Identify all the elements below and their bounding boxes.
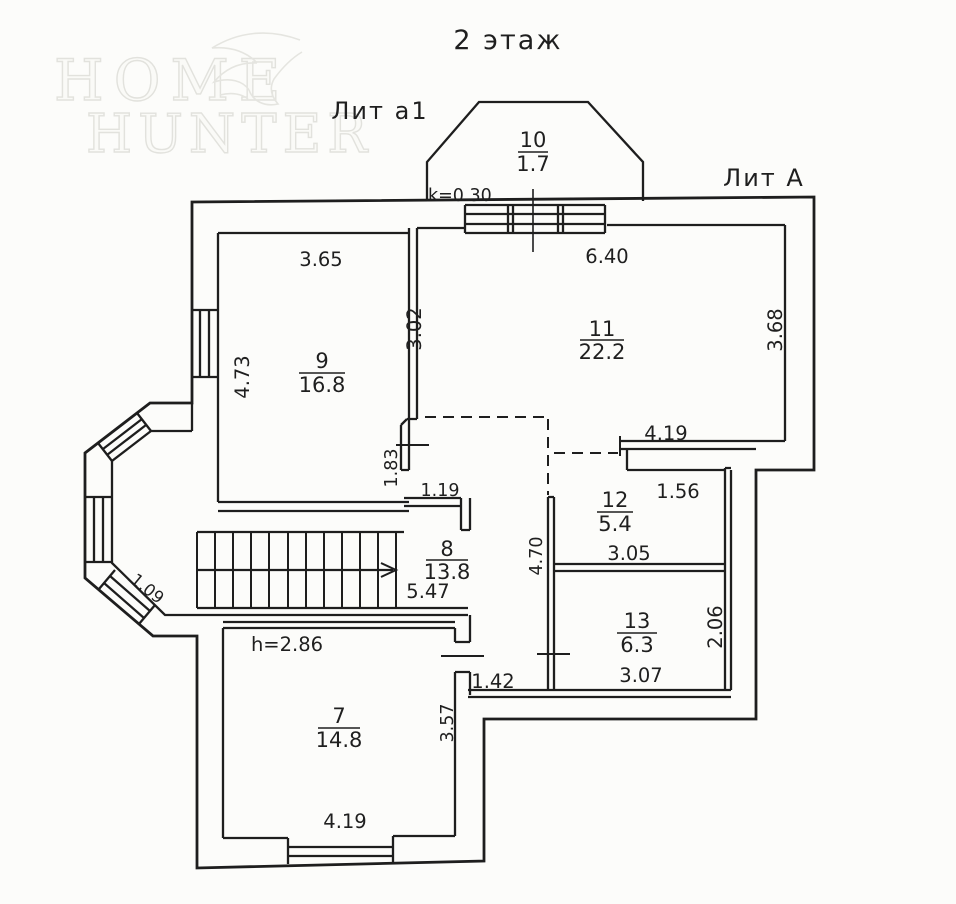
dimension-labels: 3.65 6.40 4.73 3.02 3.68 1.83 1.19 4.19 …	[127, 245, 787, 833]
staircase	[196, 530, 404, 608]
dim-5-47: 5.47	[406, 580, 449, 603]
dim-2-06: 2.06	[704, 605, 727, 648]
hall-walls	[197, 496, 472, 836]
room-9-label: 9 16.8	[299, 349, 346, 397]
watermark: HOME HUNTER	[53, 32, 373, 166]
watermark-word-home: HOME	[54, 48, 290, 114]
top-window	[463, 189, 607, 252]
dim-4-73: 4.73	[231, 355, 254, 398]
room-10-number: 10	[520, 128, 547, 152]
room-8-number: 8	[440, 537, 453, 561]
room-9-walls	[192, 228, 419, 513]
bay-window-bottom	[98, 569, 156, 625]
bay-window-left	[85, 495, 112, 564]
room-12-number: 12	[602, 488, 629, 512]
outer-walls	[83, 195, 816, 870]
room-7-window	[286, 836, 395, 864]
dim-6-40: 6.40	[585, 245, 628, 268]
dim-3-02: 3.02	[403, 307, 426, 350]
dim-4-70: 4.70	[527, 537, 547, 576]
dim-1-56: 1.56	[656, 480, 699, 503]
dim-4-19-right: 4.19	[644, 422, 687, 445]
bay-walls	[85, 403, 197, 625]
lit-a-label: Лит А	[723, 164, 805, 192]
room-13-area: 6.3	[620, 633, 653, 657]
watermark-word-hunter: HUNTER	[86, 104, 373, 165]
room-10-area: 1.7	[516, 152, 549, 176]
room-9-area: 16.8	[299, 373, 346, 397]
room-12-area: 5.4	[598, 512, 631, 536]
room-12-label: 12 5.4	[597, 488, 633, 536]
opening-ticks	[396, 436, 621, 657]
room-11-number: 11	[589, 317, 616, 341]
bay-window-top	[97, 412, 152, 462]
dim-1-09: 1.09	[127, 570, 168, 608]
dim-3-05: 3.05	[607, 542, 650, 565]
dim-3-65: 3.65	[299, 248, 342, 271]
balcony-outline	[425, 100, 645, 201]
room-13-label: 13 6.3	[617, 609, 657, 657]
room-11-label: 11 22.2	[579, 317, 626, 364]
dim-3-68: 3.68	[764, 308, 787, 351]
rooms-12-13-walls	[425, 416, 733, 699]
room-7-walls	[221, 620, 455, 864]
stair-direction-arrow	[380, 562, 399, 578]
room-7-number: 7	[332, 704, 345, 728]
dim-1-83: 1.83	[382, 449, 402, 488]
room-8-area: 13.8	[424, 560, 471, 584]
lit-a1-label: Лит а1	[331, 97, 428, 125]
room-7-area: 14.8	[316, 728, 363, 752]
room-10-label: 10 1.7	[516, 128, 549, 176]
room-11-walls	[417, 223, 787, 451]
dim-1-19: 1.19	[421, 481, 460, 501]
room-9-window	[192, 308, 218, 379]
dim-1-42: 1.42	[471, 670, 514, 693]
dim-3-57: 3.57	[438, 704, 458, 743]
dim-3-07: 3.07	[619, 664, 662, 687]
room-13-number: 13	[624, 609, 651, 633]
room-11-area: 22.2	[579, 340, 626, 364]
room-8-label: 8 13.8	[424, 537, 471, 584]
eagle-watermark-icon	[211, 32, 303, 106]
dim-4-19-bottom: 4.19	[323, 810, 366, 833]
room-9-number: 9	[315, 349, 328, 373]
k-coefficient-label: k=0.30	[428, 186, 492, 206]
height-label: h=2.86	[251, 633, 323, 656]
room-7-label: 7 14.8	[316, 704, 363, 752]
floor-title: 2 этаж	[453, 25, 562, 56]
dashed-boundary	[425, 416, 618, 495]
